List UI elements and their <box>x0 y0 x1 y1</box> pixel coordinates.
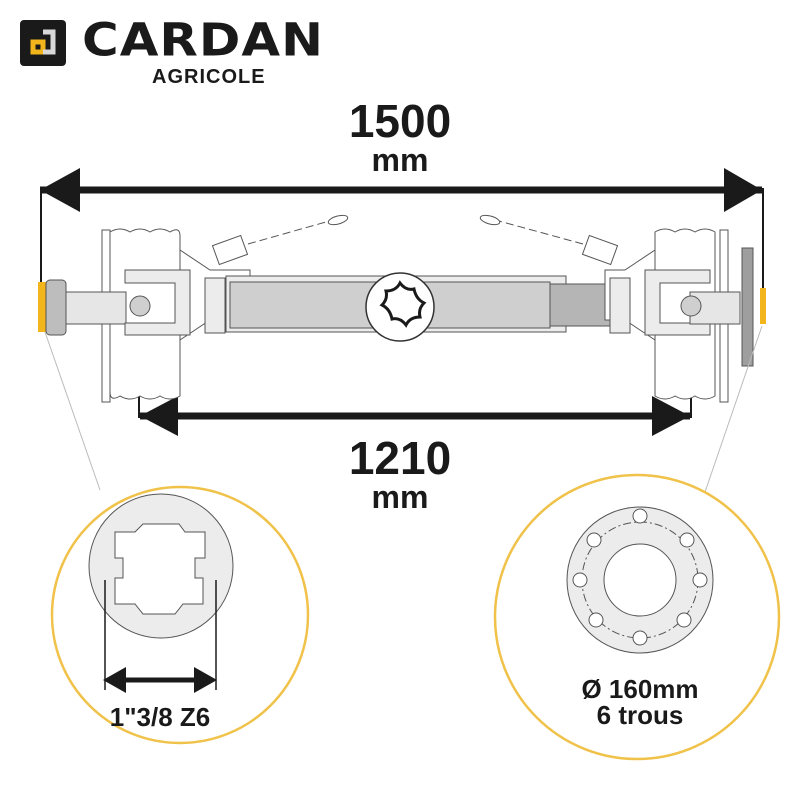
left-safety-chain <box>211 214 349 266</box>
diameter-symbol-icon: Ø <box>581 674 602 704</box>
left-detail-circle <box>50 485 310 745</box>
cardan-logo-icon <box>30 29 56 55</box>
flange-holes: 6 trous <box>596 700 684 730</box>
brand-name: CARDAN <box>82 14 324 67</box>
spline-spec-label: 1"3/8 Z6 <box>109 702 211 732</box>
total-length-value: 1500 <box>348 95 452 147</box>
left-yoke <box>38 269 226 336</box>
logo-icon <box>20 20 66 66</box>
closed-length-value: 1210 <box>348 432 452 484</box>
flange-spec-label: Ø 160mm 6 trous <box>540 676 740 728</box>
closed-length-unit: mm <box>371 479 429 515</box>
flange-diameter: 160mm <box>608 674 699 704</box>
brand-subtitle: AGRICOLE <box>152 66 266 88</box>
total-length-unit: mm <box>371 142 429 178</box>
total-length-arrow <box>40 168 764 290</box>
right-yoke <box>609 247 766 367</box>
tube-profile-icon <box>365 272 435 342</box>
right-safety-chain <box>479 214 619 266</box>
right-detail-circle <box>493 473 781 761</box>
